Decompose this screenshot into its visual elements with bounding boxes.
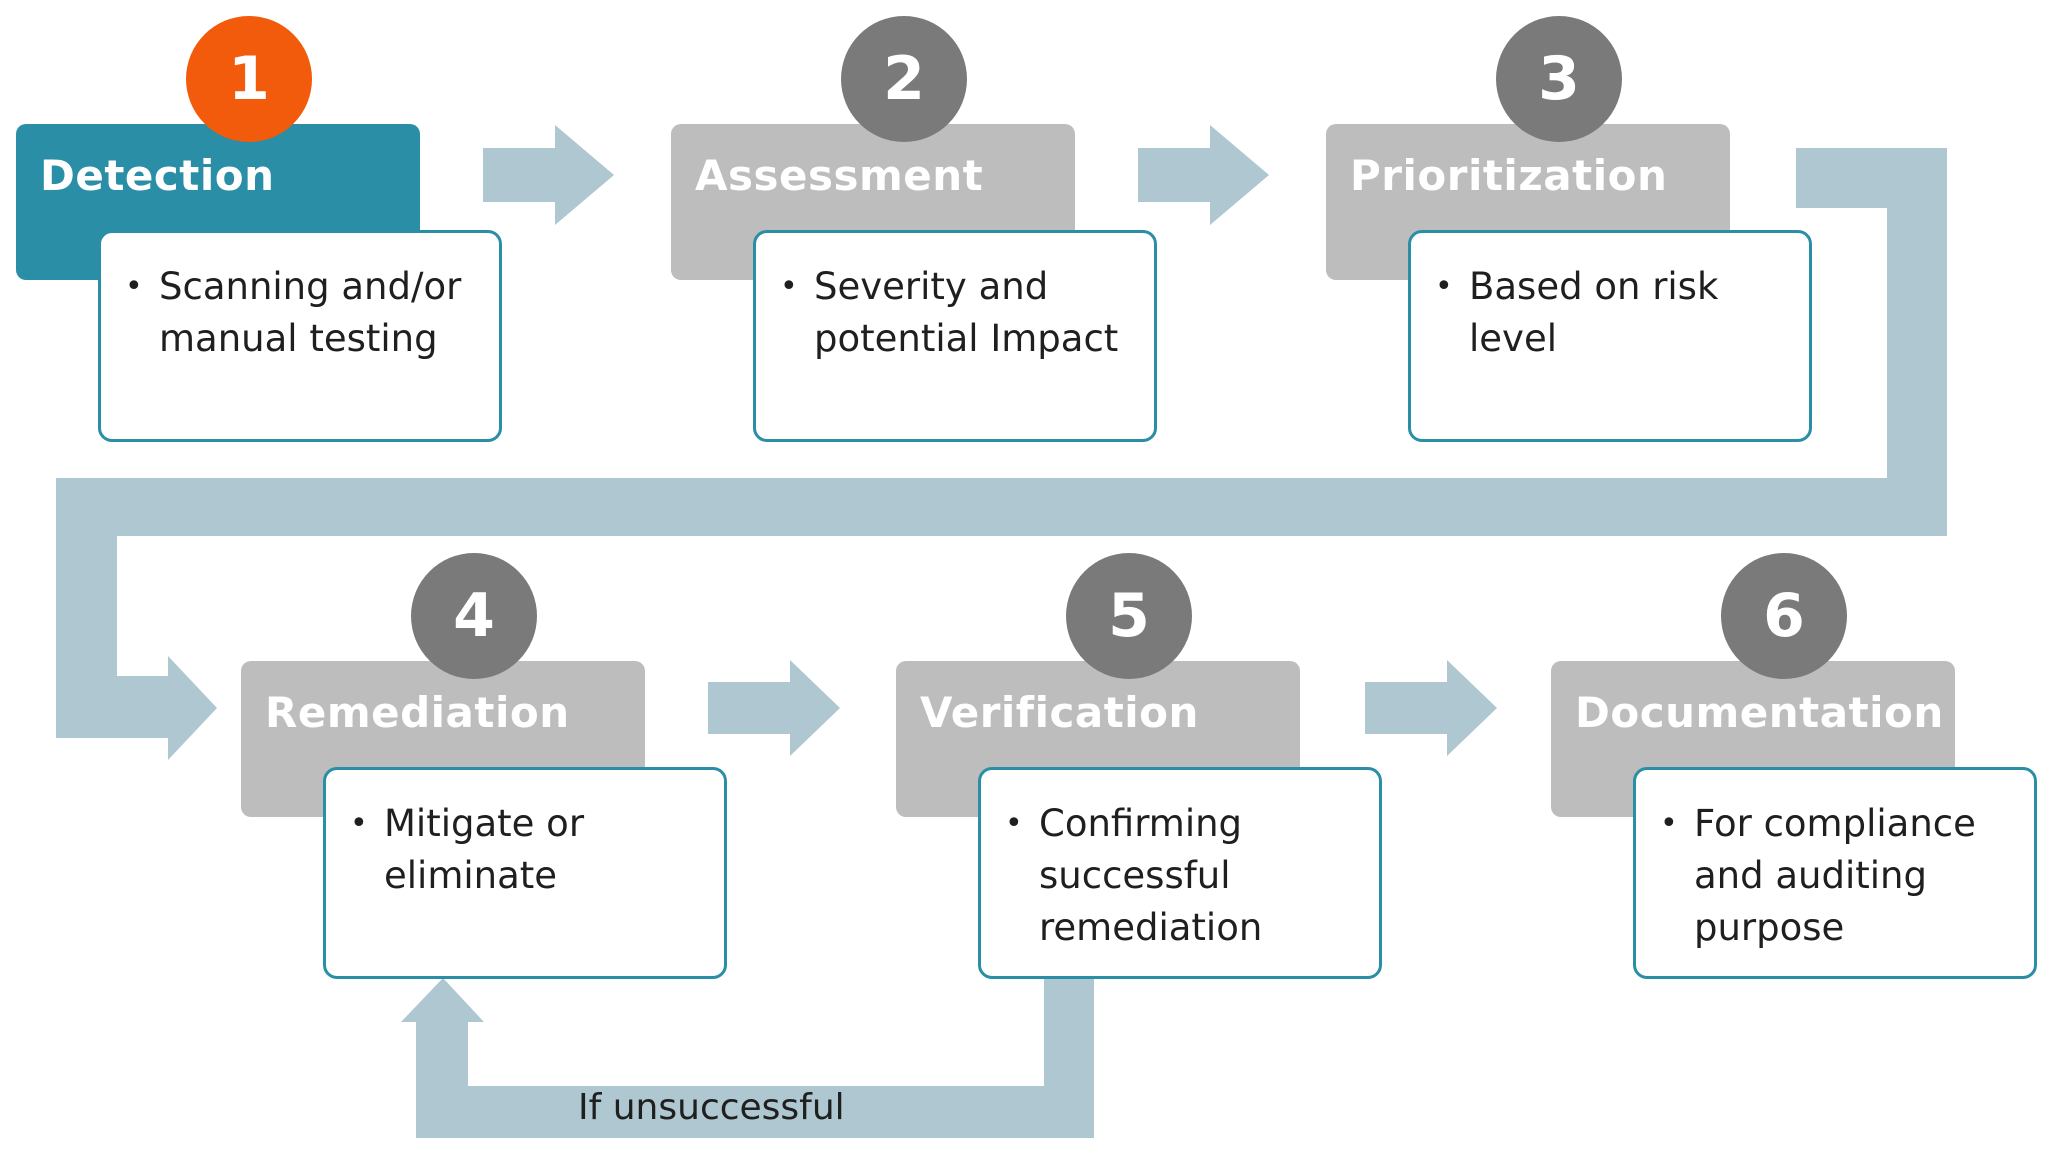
step-6-documentation: Documentation 6 For compliance and audit… (1551, 553, 2048, 1031)
step-4-remediation: Remediation 4 Mitigate or eliminate (241, 553, 741, 1031)
step-number: 4 (453, 581, 495, 651)
arrow-step1-to-step2 (483, 125, 614, 225)
step-number: 3 (1538, 44, 1580, 114)
step-description-box: Severity and potential Impact (753, 230, 1157, 442)
step-number-badge: 4 (411, 553, 537, 679)
step-description: Severity and potential Impact (780, 261, 1134, 365)
step-description-box: Based on risk level (1408, 230, 1812, 442)
step-number-badge: 1 (186, 16, 312, 142)
step-3-prioritization: Prioritization 3 Based on risk level (1326, 16, 1826, 494)
loop-arrow-if-unsuccessful (401, 975, 1094, 1138)
arrow-step5-to-step6 (1365, 660, 1497, 756)
step-title: Prioritization (1350, 151, 1668, 200)
step-number-badge: 2 (841, 16, 967, 142)
step-description: For compliance and auditing purpose (1660, 798, 2014, 954)
step-title: Detection (40, 151, 275, 200)
step-number: 2 (883, 44, 925, 114)
step-1-detection: Detection 1 Scanning and/or manual testi… (16, 16, 516, 494)
step-number-badge: 5 (1066, 553, 1192, 679)
step-title: Remediation (265, 688, 570, 737)
step-title: Assessment (695, 151, 984, 200)
step-number: 5 (1108, 581, 1150, 651)
step-description: Scanning and/or manual testing (125, 261, 479, 365)
step-title: Verification (920, 688, 1199, 737)
step-description-box: Confirming successful remediation (978, 767, 1382, 979)
arrow-step4-to-step5 (708, 660, 840, 756)
step-description: Mitigate or eliminate (350, 798, 704, 902)
step-number: 1 (228, 44, 270, 114)
step-number-badge: 3 (1496, 16, 1622, 142)
step-description-box: For compliance and auditing purpose (1633, 767, 2037, 979)
arrow-step2-to-step3 (1138, 125, 1269, 225)
step-number: 6 (1763, 581, 1805, 651)
step-2-assessment: Assessment 2 Severity and potential Impa… (671, 16, 1171, 494)
step-5-verification: Verification 5 Confirming successful rem… (896, 553, 1396, 1031)
step-description-box: Scanning and/or manual testing (98, 230, 502, 442)
step-description: Confirming successful remediation (1005, 798, 1359, 954)
step-description: Based on risk level (1435, 261, 1789, 365)
step-title: Documentation (1575, 688, 1944, 737)
step-description-box: Mitigate or eliminate (323, 767, 727, 979)
step-number-badge: 6 (1721, 553, 1847, 679)
loop-label: If unsuccessful (578, 1087, 845, 1128)
